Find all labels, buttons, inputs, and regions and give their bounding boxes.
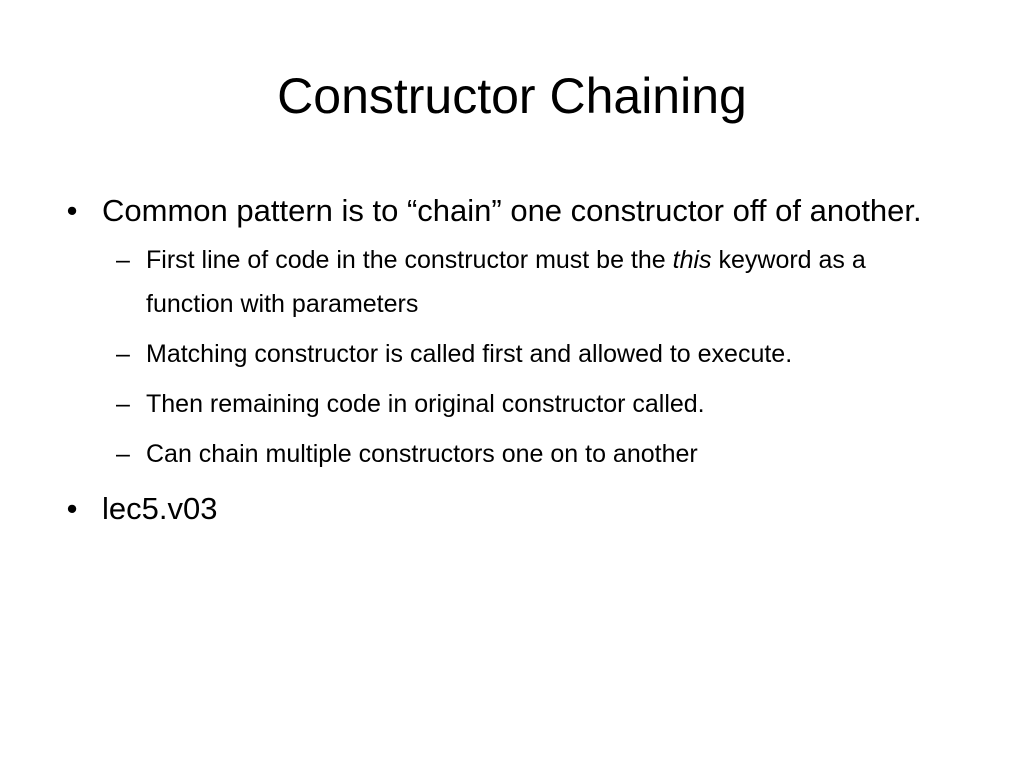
sub-bullet-item: – First line of code in the constructor … [112,238,980,326]
sub-bullet-text: Then remaining code in original construc… [146,390,705,418]
sub-bullet-text: Matching constructor is called first and… [146,340,793,368]
slide-content: • Common pattern is to “chain” one const… [60,186,980,534]
sub-bullet-marker: – [116,246,130,274]
sub-bullet-item: – Matching constructor is called first a… [112,332,980,376]
bullet-text: Common pattern is to “chain” one constru… [102,193,922,228]
sub-bullet-marker: – [116,340,130,368]
sub-bullet-marker: – [116,440,130,468]
sub-bullet-marker: – [116,390,130,418]
slide-title: Constructor Chaining [277,68,747,124]
bullet-marker: • [66,193,78,228]
sub-bullet-item: – Can chain multiple constructors one on… [112,432,980,476]
sub-bullet-text: First line of code in the constructor mu… [146,238,926,326]
bullet-marker: • [66,491,78,526]
this-keyword-emphasis: this [672,246,712,274]
bullet-item: • lec5.v03 [60,484,980,534]
sub-bullet-item: – Then remaining code in original constr… [112,382,980,426]
bullet-text: lec5.v03 [102,491,218,526]
sub-bullet-text: Can chain multiple constructors one on t… [146,440,698,468]
sub-bullet-text-after: keyword as a function with parameters [146,246,866,318]
bullet-item: • Common pattern is to “chain” one const… [60,186,980,236]
sub-bullet-text-before: First line of code in the constructor mu… [146,246,673,274]
sub-bullet-list: – First line of code in the constructor … [112,238,980,476]
